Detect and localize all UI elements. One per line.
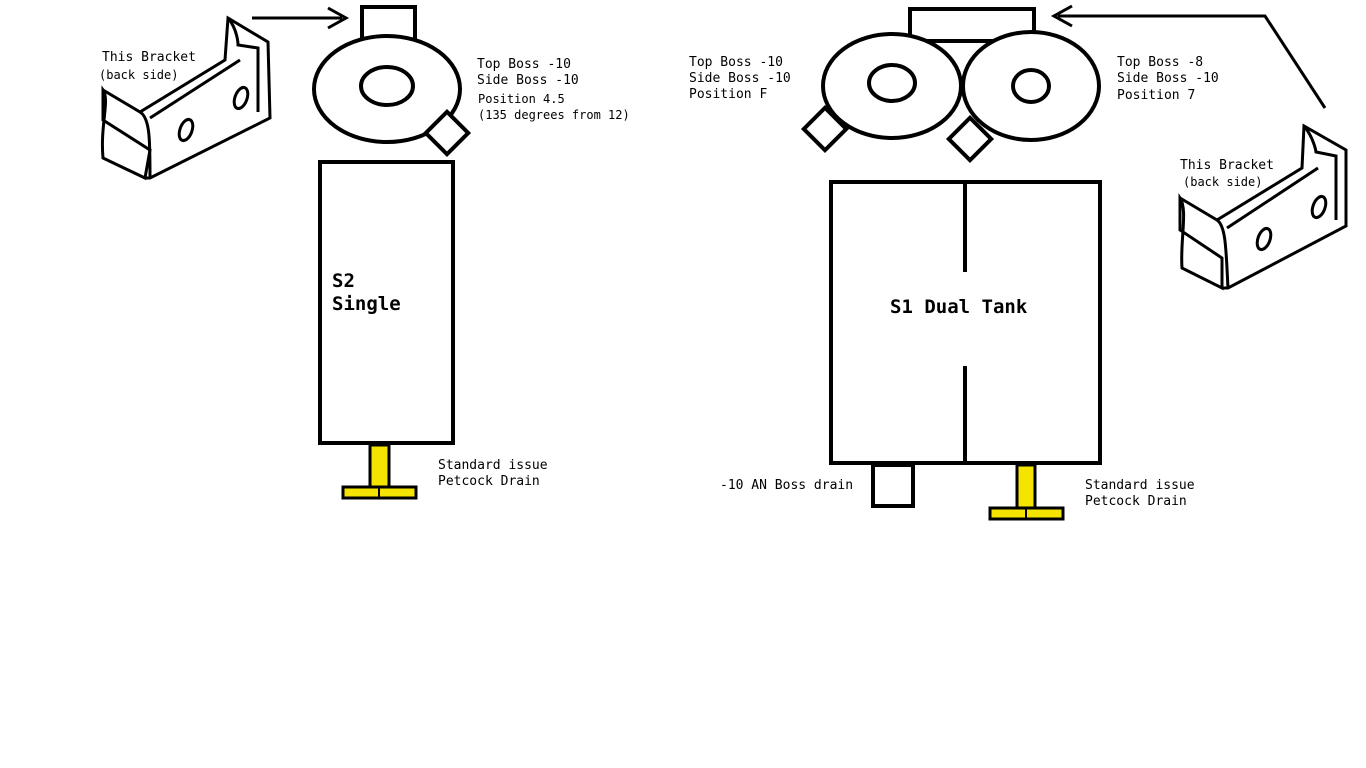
s1-right-filter-port (1011, 68, 1051, 104)
s2-body-label-line1: S2 (332, 270, 355, 292)
right-bracket-subtitle: (back side) (1183, 175, 1262, 189)
left-bracket-subtitle: (back side) (99, 68, 178, 82)
s1-dual-tank (800, 7, 1102, 521)
s2-side-boss (422, 108, 472, 158)
s1-body-label: S1 Dual Tank (890, 296, 1028, 318)
s1-right-spec-top-boss: Top Boss -8 (1117, 55, 1203, 70)
s1-left-spec-side-boss: Side Boss -10 (689, 71, 791, 86)
s1-left-filter-head (821, 32, 963, 140)
s2-spec-position: Position 4.5 (478, 92, 565, 106)
left-bracket-drawing (100, 15, 272, 181)
left-pointer-arrow (252, 6, 350, 30)
s1-right-spec-side-boss: Side Boss -10 (1117, 71, 1219, 86)
s2-drain-stem (368, 443, 391, 492)
s1-left-filter-port (867, 63, 917, 103)
s2-spec-side-boss: Side Boss -10 (477, 73, 579, 88)
s1-left-spec-top-boss: Top Boss -10 (689, 55, 783, 70)
left-bracket-title: This Bracket (102, 50, 196, 65)
s1-right-side-boss (945, 114, 995, 164)
s1-drain-stem (1015, 463, 1037, 513)
s2-single-tank (312, 5, 472, 500)
s1-top-boss (908, 7, 1036, 43)
s2-drain-label-line2: Petcock Drain (438, 474, 540, 489)
s1-drain-label-line2: Petcock Drain (1085, 494, 1187, 509)
right-bracket-title: This Bracket (1180, 158, 1274, 173)
s1-left-side-boss (800, 104, 850, 154)
s1-right-filter-head (961, 30, 1101, 142)
s1-right-spec-position: Position 7 (1117, 88, 1195, 103)
s2-tank-body (318, 160, 455, 445)
right-pointer-arrow (1050, 4, 1327, 109)
s1-left-spec-position: Position F (689, 87, 767, 102)
s2-filter-port (359, 65, 415, 107)
right-bracket-drawing (1178, 123, 1348, 291)
s1-drain-label-line1: Standard issue (1085, 478, 1195, 493)
s1-boss-drain (871, 463, 915, 508)
s2-filter-head (312, 34, 462, 144)
s2-spec-top-boss: Top Boss -10 (477, 57, 571, 72)
s2-body-label-line2: Single (332, 293, 401, 315)
s2-spec-degrees: (135 degrees from 12) (478, 108, 630, 122)
s1-boss-drain-label: -10 AN Boss drain (720, 478, 853, 493)
s2-drain-label-line1: Standard issue (438, 458, 548, 473)
